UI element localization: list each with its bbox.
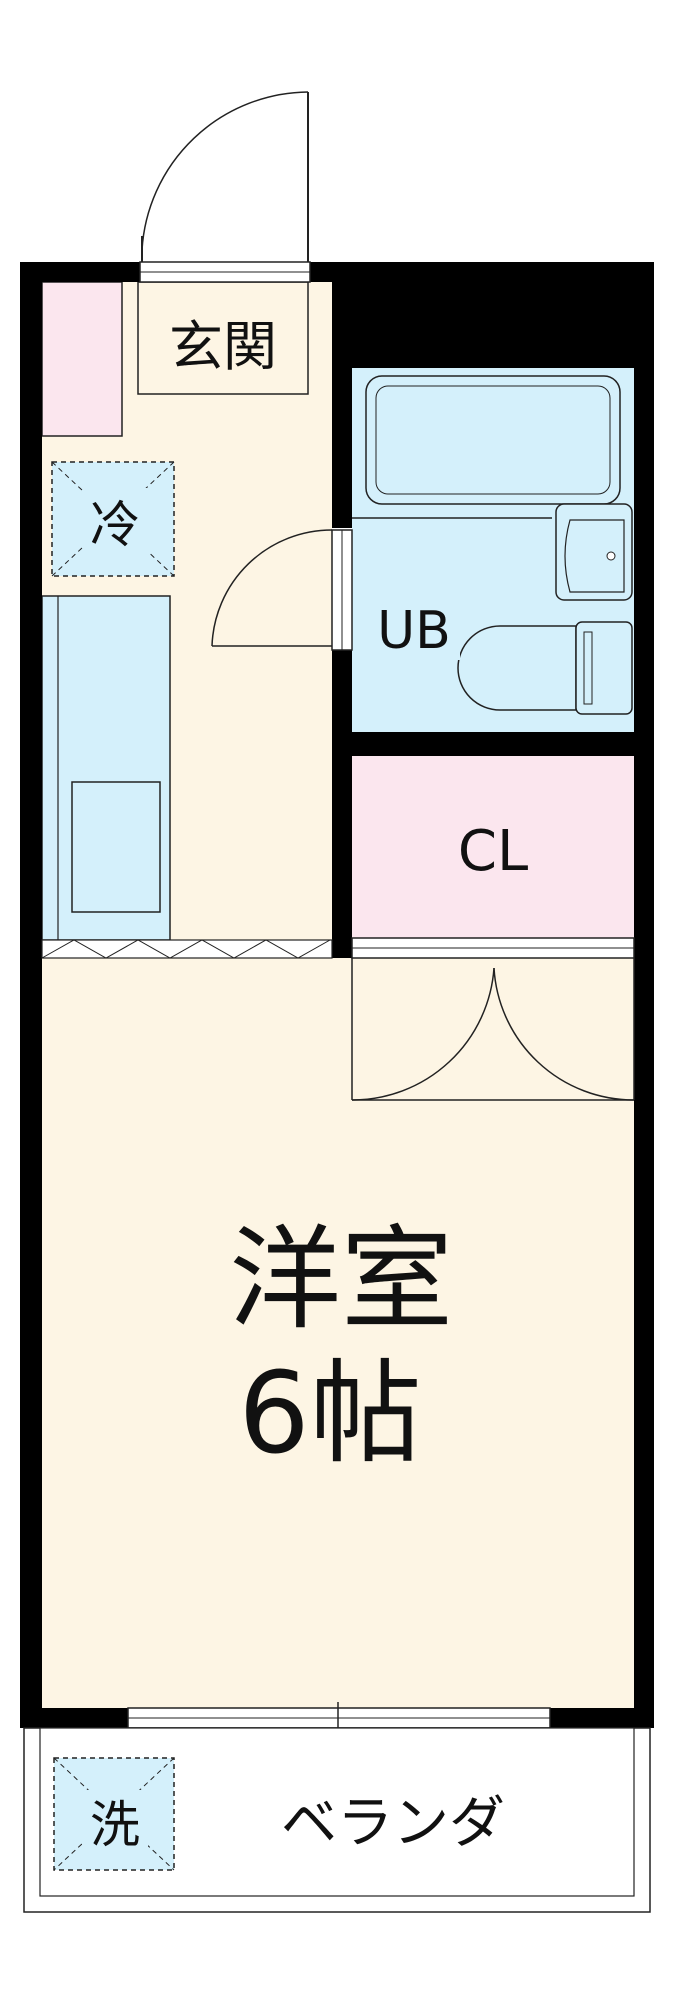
door-arc-icon	[493, 967, 635, 1101]
bathtub	[365, 375, 621, 505]
door-arc-icon	[141, 91, 309, 251]
wash-basin	[555, 503, 633, 601]
label-fridge: 冷	[90, 496, 140, 554]
wall-bath-left-upper	[332, 282, 352, 528]
balcony	[23, 1727, 651, 1913]
label-western-room: 洋室	[229, 1215, 453, 1345]
label-entrance: 玄関	[169, 315, 277, 378]
wall-left	[20, 262, 42, 1708]
wall-bath-left-lower	[332, 650, 352, 952]
label-washer: 洗	[90, 1796, 140, 1854]
kitchen-sink	[71, 781, 161, 913]
entrance-door[interactable]	[139, 91, 311, 283]
closet-floor	[352, 756, 634, 938]
door-arc-icon	[211, 529, 333, 647]
wall-bath-top	[332, 282, 634, 368]
label-bath: UB	[377, 601, 451, 661]
label-balcony: ベランダ	[281, 1791, 505, 1856]
western-room-floor	[42, 958, 634, 1708]
wall-top-right	[310, 262, 654, 282]
bath-fixtures	[211, 375, 633, 715]
label-western-room-size: 6帖	[238, 1349, 421, 1479]
wall-closet-bottom	[332, 938, 352, 958]
walls	[20, 262, 654, 1728]
toilet	[457, 621, 633, 715]
shoe-storage	[41, 281, 123, 437]
door-arc-icon	[351, 967, 495, 1101]
wall-right	[634, 262, 654, 1708]
label-closet: CL	[458, 819, 528, 884]
wall-top-left	[20, 262, 140, 282]
closet-doors[interactable]	[351, 937, 635, 1101]
wall-bath-closet	[332, 732, 654, 756]
room-divider	[41, 939, 333, 959]
wall-bottom-left	[20, 1708, 128, 1728]
labels: 玄関 冷 UB CL 洋室 6帖 洗 ベランダ	[82, 302, 528, 1856]
wall-bottom-right	[550, 1708, 654, 1728]
